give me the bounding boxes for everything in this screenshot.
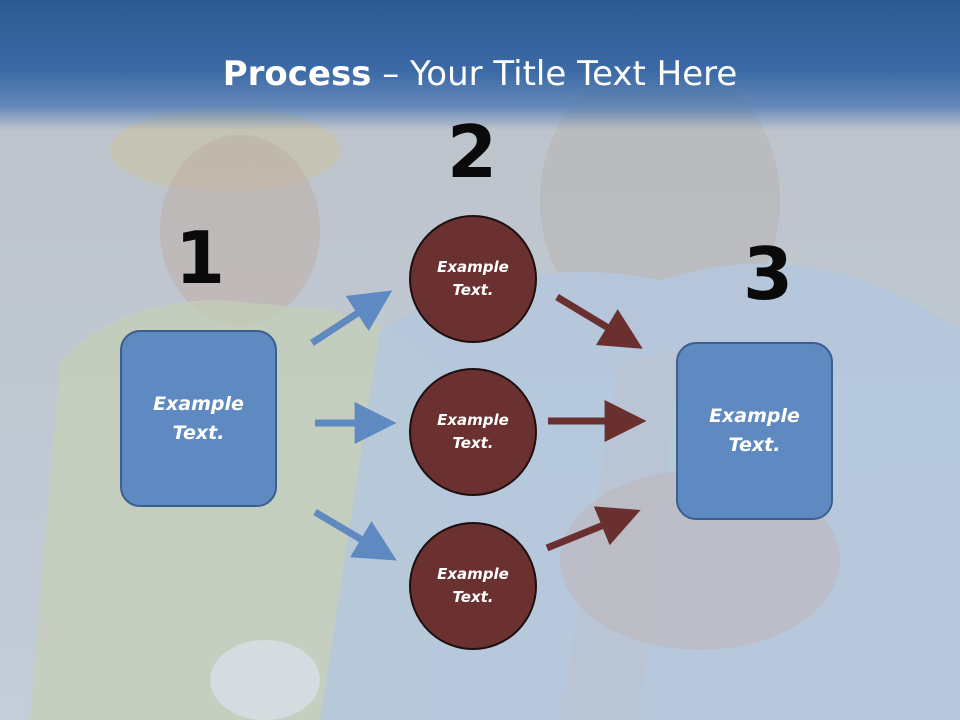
left-box-text: Example Text. [153,392,244,444]
circle-top-text: Example Text. [437,258,509,299]
title-rest: – Your Title Text Here [371,54,738,94]
circle-middle: Example Text. [409,368,537,496]
step-number-3: 3 [742,232,794,316]
circle-bottom: Example Text. [409,522,537,650]
title-band [0,0,960,130]
circle-middle-text: Example Text. [437,411,509,452]
left-box: Example Text. [120,330,277,507]
circle-top: Example Text. [409,215,537,343]
circle-bottom-text: Example Text. [437,565,509,606]
step-number-2: 2 [446,110,498,194]
right-box-text: Example Text. [709,405,800,456]
step-number-1: 1 [174,216,226,300]
title-bold: Process [222,54,372,94]
right-box: Example Text. [676,342,833,520]
page-title: Process – Your Title Text Here [0,52,960,96]
